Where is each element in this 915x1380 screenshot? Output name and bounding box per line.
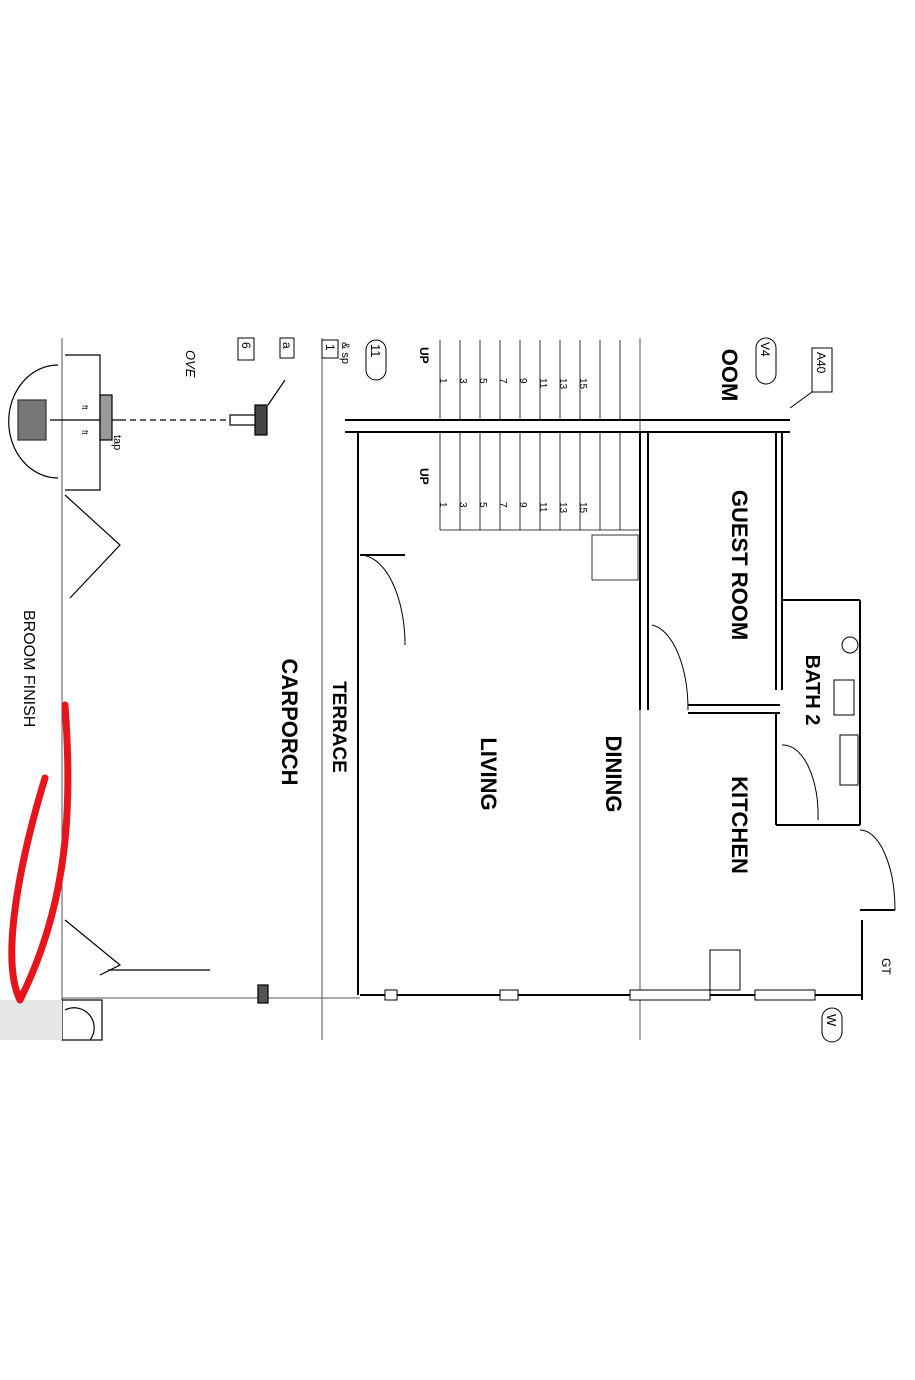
stair-number: 13: [557, 378, 568, 390]
note-sp: & sp: [339, 342, 351, 364]
stair-number: 11: [537, 378, 548, 389]
room-label-carporch: CARPORCH: [277, 658, 302, 785]
stair-number: 1: [437, 378, 448, 384]
tag-a-label: a: [280, 342, 294, 349]
note-tap: tap: [111, 435, 123, 450]
stair-number: 5: [477, 378, 488, 384]
tag-11: 11: [365, 339, 387, 381]
stair-number: 9: [517, 378, 528, 384]
stair-number: 9: [517, 502, 528, 508]
stair-number: 5: [477, 502, 488, 508]
plan-frame: [61, 338, 641, 1040]
stair-number: 3: [457, 502, 468, 508]
room-label-kitchen: KITCHEN: [727, 776, 752, 874]
note-up-left: UP: [417, 347, 431, 364]
stair-number: 7: [497, 502, 508, 508]
room-label-living: LIVING: [476, 737, 501, 810]
stair-number: 15: [577, 502, 588, 514]
tag-v4: V4: [755, 337, 777, 385]
gate-detail: [8, 354, 286, 1041]
tag-6: 6: [237, 337, 255, 361]
window-marks: [384, 636, 859, 1001]
tag-a40-label: A40: [814, 352, 828, 374]
note-ft-2: ft: [80, 430, 89, 435]
tag-1: 1: [321, 339, 339, 359]
tag-6-label: 6: [239, 342, 253, 349]
note-ft-1: ft: [80, 405, 89, 410]
note-up-right: UP: [417, 468, 431, 485]
tag-w: W: [821, 1007, 843, 1043]
tag-v4-label: V4: [758, 342, 772, 357]
stair-number: 13: [557, 502, 568, 514]
note-ove: OVE: [183, 350, 198, 378]
room-label-terrace: TERRACE: [328, 681, 349, 773]
stair-number: 15: [577, 378, 588, 390]
tag-a40: A40: [789, 347, 833, 409]
room-label-partial: OOM: [717, 349, 742, 402]
room-label-guest-room: GUEST ROOM: [727, 490, 752, 640]
tag-w-label: W: [824, 1014, 839, 1027]
tag-1-label: 1: [323, 344, 337, 351]
building-walls: [345, 419, 895, 1000]
stair-number: 1: [437, 502, 448, 508]
door-swings: [359, 554, 896, 911]
room-label-dining: DINING: [601, 736, 626, 813]
tag-11-label: 11: [368, 344, 383, 358]
red-markup-stroke: [8, 701, 72, 1004]
stair-number: 3: [457, 378, 468, 384]
staircase: [439, 340, 640, 581]
room-label-bath: BATH 2: [801, 655, 823, 726]
stair-number: 7: [497, 378, 508, 384]
paving-hatch: [0, 1000, 62, 1040]
note-broom-finish: BROOM FINISH: [20, 610, 37, 727]
note-gt: GT: [879, 958, 893, 975]
stair-number: 11: [537, 502, 548, 513]
tag-a: a: [279, 337, 295, 359]
